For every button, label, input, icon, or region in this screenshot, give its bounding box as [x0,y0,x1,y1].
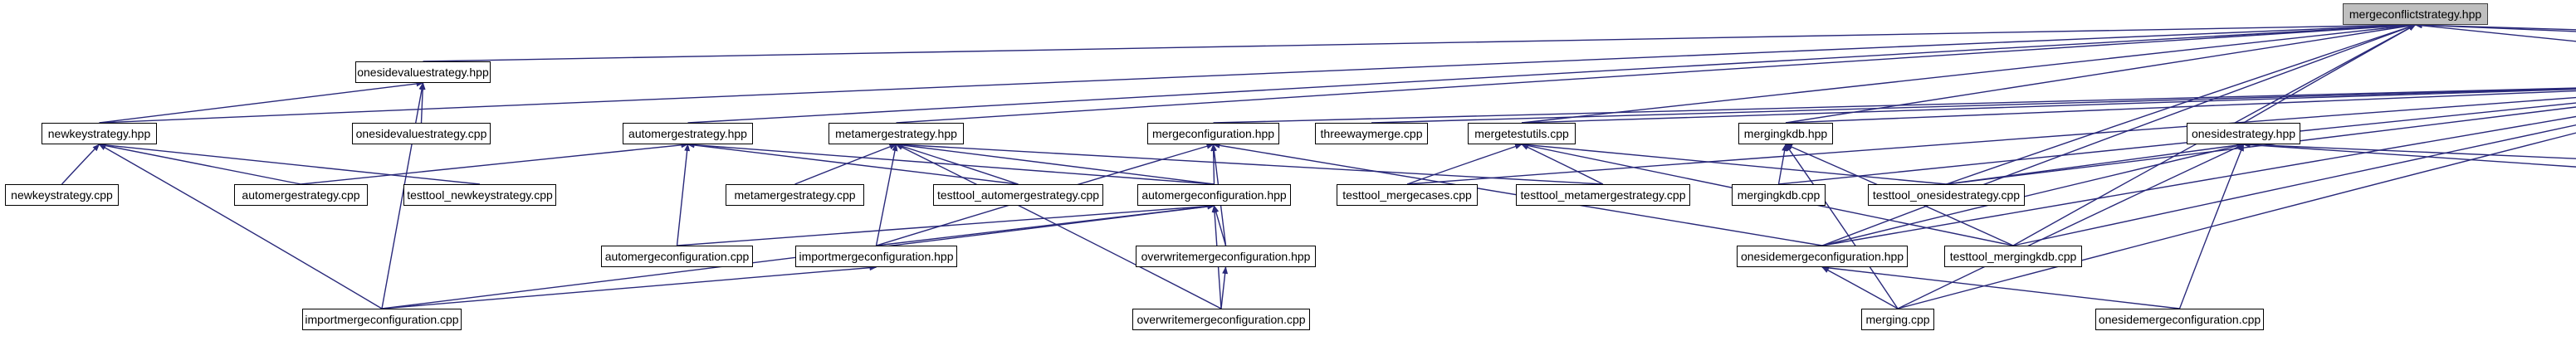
graph-edge [1406,96,2576,185]
graph-edge [1946,24,2417,185]
graph-edge [875,144,898,246]
graph-node[interactable]: onesidemergeconfiguration.cpp [2095,309,2264,330]
graph-edge [1213,205,1227,246]
graph-edge [1213,87,2576,124]
graph-node[interactable]: testtool_onesidestrategy.cpp [1868,184,2025,206]
graph-edge [423,22,2417,62]
graph-edge [677,203,1215,246]
graph-node[interactable]: metamergestrategy.cpp [726,184,864,206]
graph-edge [1946,142,2245,185]
graph-edge [61,144,100,185]
graph-edge [676,144,691,246]
graph-edge [1778,102,2576,185]
graph-node[interactable]: newkeystrategy.hpp [42,123,157,144]
graph-node[interactable]: overwritemergeconfiguration.cpp [1132,309,1310,330]
graph-edge [794,144,897,185]
graph-edge [419,82,426,124]
graph-node[interactable]: onesidevaluestrategy.cpp [352,123,491,144]
graph-node[interactable]: automergeconfiguration.cpp [601,246,753,267]
graph-edge [2243,24,2417,124]
graph-edge [381,265,877,309]
graph-edge [1521,144,1604,185]
graph-edge [687,142,1215,185]
graph-edge [895,141,1604,185]
graph-edge [895,142,1215,185]
graph-node-root[interactable]: mergeconflictstrategy.hpp [2343,3,2488,25]
graph-edge [98,144,383,309]
graph-edge [2414,22,2576,42]
graph-edge [2178,144,2245,309]
graph-edge [2242,142,2576,168]
graph-node[interactable]: testtool_metamergestrategy.cpp [1516,184,1690,206]
graph-edge [1210,144,1217,185]
graph-edge [1371,87,2576,124]
graph-edge [1777,144,1788,185]
graph-node[interactable]: testtool_mergecases.cpp [1337,184,1478,206]
graph-node[interactable]: merging.cpp [1861,309,1934,330]
graph-edge [1521,88,2576,124]
graph-edge [687,22,2417,124]
graph-node[interactable]: automergeconfiguration.hpp [1137,184,1291,206]
graph-edge [2414,22,2576,31]
graph-node[interactable]: automergestrategy.hpp [623,123,753,144]
graph-edge [1821,24,2417,246]
graph-edge [1785,22,2417,124]
graph-edge [1220,266,1229,309]
graph-node[interactable]: importmergeconfiguration.cpp [302,309,462,330]
graph-node[interactable]: testtool_newkeystrategy.cpp [403,184,556,206]
graph-node[interactable]: overwritemergeconfiguration.hpp [1136,246,1316,267]
graph-node[interactable]: testtool_automergestrategy.cpp [933,184,1103,206]
graph-edge [1406,144,1523,185]
graph-edge [98,143,301,185]
graph-edge [895,144,1019,185]
graph-node[interactable]: mergetestutils.cpp [1468,123,1576,144]
graph-edge [1897,144,2245,309]
graph-edge [2242,141,2576,159]
graph-node[interactable]: newkeystrategy.cpp [5,184,119,206]
graph-node[interactable]: onesidestrategy.hpp [2187,123,2300,144]
graph-node[interactable]: onesidemergeconfiguration.hpp [1737,246,1908,267]
graph-edge [1521,142,1947,185]
graph-node[interactable]: mergingkdb.cpp [1732,184,1826,206]
graph-node[interactable]: mergingkdb.hpp [1738,123,1833,144]
graph-node[interactable]: threewaymerge.cpp [1315,123,1428,144]
graph-edge [98,142,481,185]
graph-edge [1821,115,2576,246]
graph-edge [1521,22,2417,124]
graph-node[interactable]: metamergestrategy.hpp [829,123,964,144]
graph-node[interactable]: automergestrategy.cpp [234,184,368,206]
graph-edge [687,142,1019,185]
graph-edge [1785,144,1899,309]
graph-node[interactable]: mergeconfiguration.hpp [1147,123,1279,144]
graph-edge [2414,22,2576,32]
graph-node[interactable]: onesidevaluestrategy.hpp [355,61,491,83]
graph-node[interactable]: importmergeconfiguration.hpp [795,246,957,267]
graph-node[interactable]: testtool_mergingkdb.cpp [1944,246,2082,267]
graph-edge [1785,90,2576,124]
graph-edge [2012,124,2576,246]
graph-edge [895,144,1222,309]
graph-edge [1821,265,2180,309]
graph-edge [301,142,689,185]
graph-edge [1821,266,1899,309]
graph-edge [876,203,1215,246]
graph-edge [99,80,424,124]
graph-edge [896,22,2417,124]
